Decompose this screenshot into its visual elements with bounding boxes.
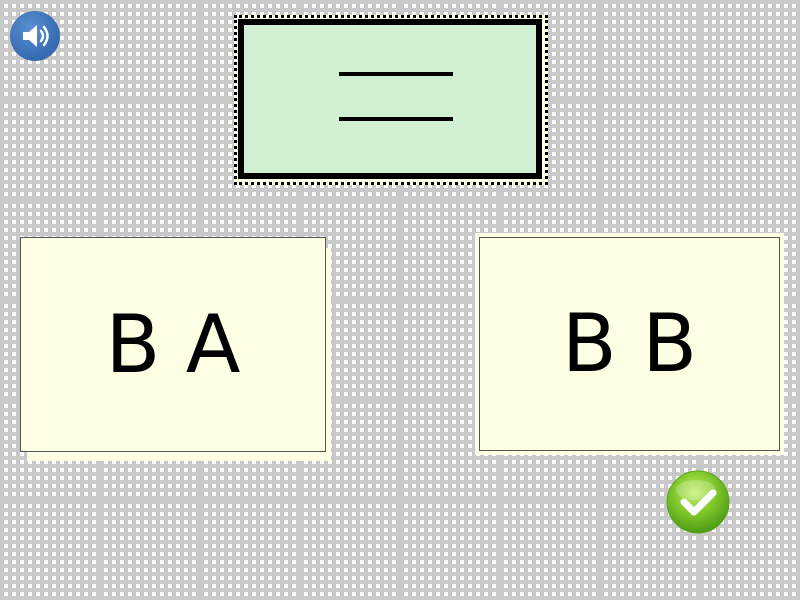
answer-card-right[interactable]: B B bbox=[479, 237, 780, 451]
equals-sign-top-bar bbox=[339, 72, 453, 76]
answer-card-left-label: B A bbox=[105, 297, 241, 391]
equals-sign-bottom-bar bbox=[339, 117, 453, 121]
speaker-icon bbox=[23, 25, 49, 47]
answer-card-left[interactable]: B A bbox=[20, 237, 326, 452]
check-answer-button[interactable] bbox=[666, 470, 730, 534]
equals-sign-box bbox=[238, 19, 542, 179]
answer-card-right-label: B B bbox=[561, 297, 698, 390]
checkmark-icon bbox=[666, 470, 730, 534]
audio-button[interactable] bbox=[10, 11, 60, 61]
